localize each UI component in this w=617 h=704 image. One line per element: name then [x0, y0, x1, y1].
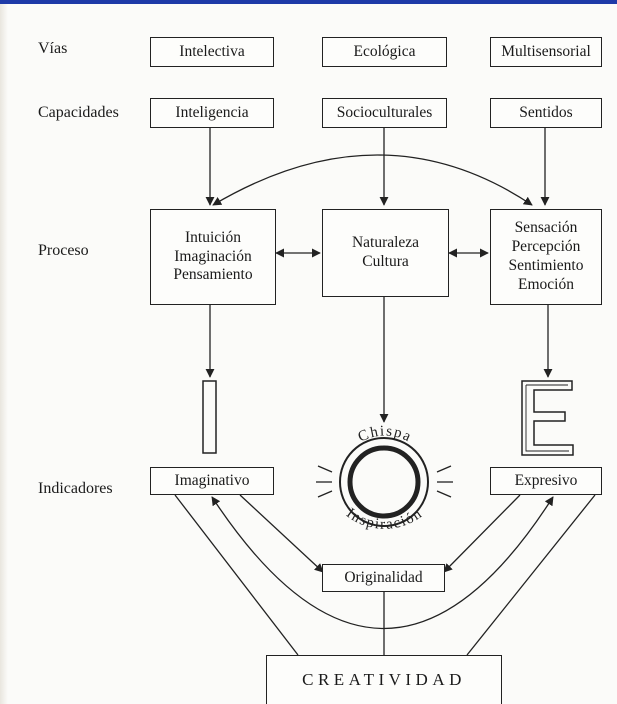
- letter-e-outline: [521, 380, 574, 456]
- box-proceso-ecologico: Naturaleza Cultura: [322, 209, 449, 297]
- proceso-pensamiento: Pensamiento: [173, 266, 253, 284]
- box-expresivo: Expresivo: [490, 467, 602, 495]
- row-label-indicadores: Indicadores: [38, 480, 113, 497]
- box-proceso-multisensorial: Sensación Percepción Sentimiento Emoción: [490, 209, 602, 305]
- top-border-bar: [0, 0, 617, 4]
- arc-arrow-proceso: [212, 154, 533, 206]
- chispa-label: Chispa: [356, 423, 415, 445]
- row-label-vias: Vías: [38, 40, 68, 57]
- letter-i-outline: [202, 380, 217, 454]
- page-edge-shadow: [0, 4, 8, 704]
- spark-circle-icon: [339, 437, 429, 527]
- box-creatividad: CREATIVIDAD: [266, 655, 502, 704]
- spark-rays-icon: [316, 465, 453, 498]
- proceso-sensacion: Sensación: [514, 219, 578, 237]
- row-label-capacidades: Capacidades: [38, 104, 119, 121]
- proceso-imaginacion: Imaginación: [174, 247, 252, 265]
- proceso-emocion: Emoción: [518, 275, 574, 293]
- box-sentidos: Sentidos: [490, 98, 602, 128]
- proceso-cultura: Cultura: [362, 253, 409, 270]
- arrow-imaginativo-originalidad: [239, 494, 324, 573]
- box-socioculturales: Socioculturales: [322, 98, 447, 128]
- arrow-expresivo-originalidad: [443, 494, 521, 573]
- box-ecologica: Ecológica: [322, 37, 447, 67]
- box-originalidad: Originalidad: [322, 564, 445, 592]
- box-intelectiva: Intelectiva: [150, 37, 274, 67]
- box-inteligencia: Inteligencia: [150, 98, 274, 128]
- proceso-percepcion: Percepción: [511, 238, 581, 256]
- line-imaginativo-creatividad: [174, 494, 299, 656]
- line-expresivo-creatividad: [466, 494, 596, 656]
- box-multisensorial: Multisensorial: [490, 37, 602, 67]
- proceso-intuicion: Intuición: [185, 228, 241, 246]
- row-label-proceso: Proceso: [38, 242, 89, 259]
- inspiracion-label: Inspiración: [343, 505, 426, 533]
- proceso-naturaleza: Naturaleza: [351, 234, 420, 252]
- proceso-sentimiento: Sentimiento: [508, 257, 584, 274]
- box-proceso-intelectivo: Intuición Imaginación Pensamiento: [150, 209, 276, 305]
- box-imaginativo: Imaginativo: [150, 467, 274, 495]
